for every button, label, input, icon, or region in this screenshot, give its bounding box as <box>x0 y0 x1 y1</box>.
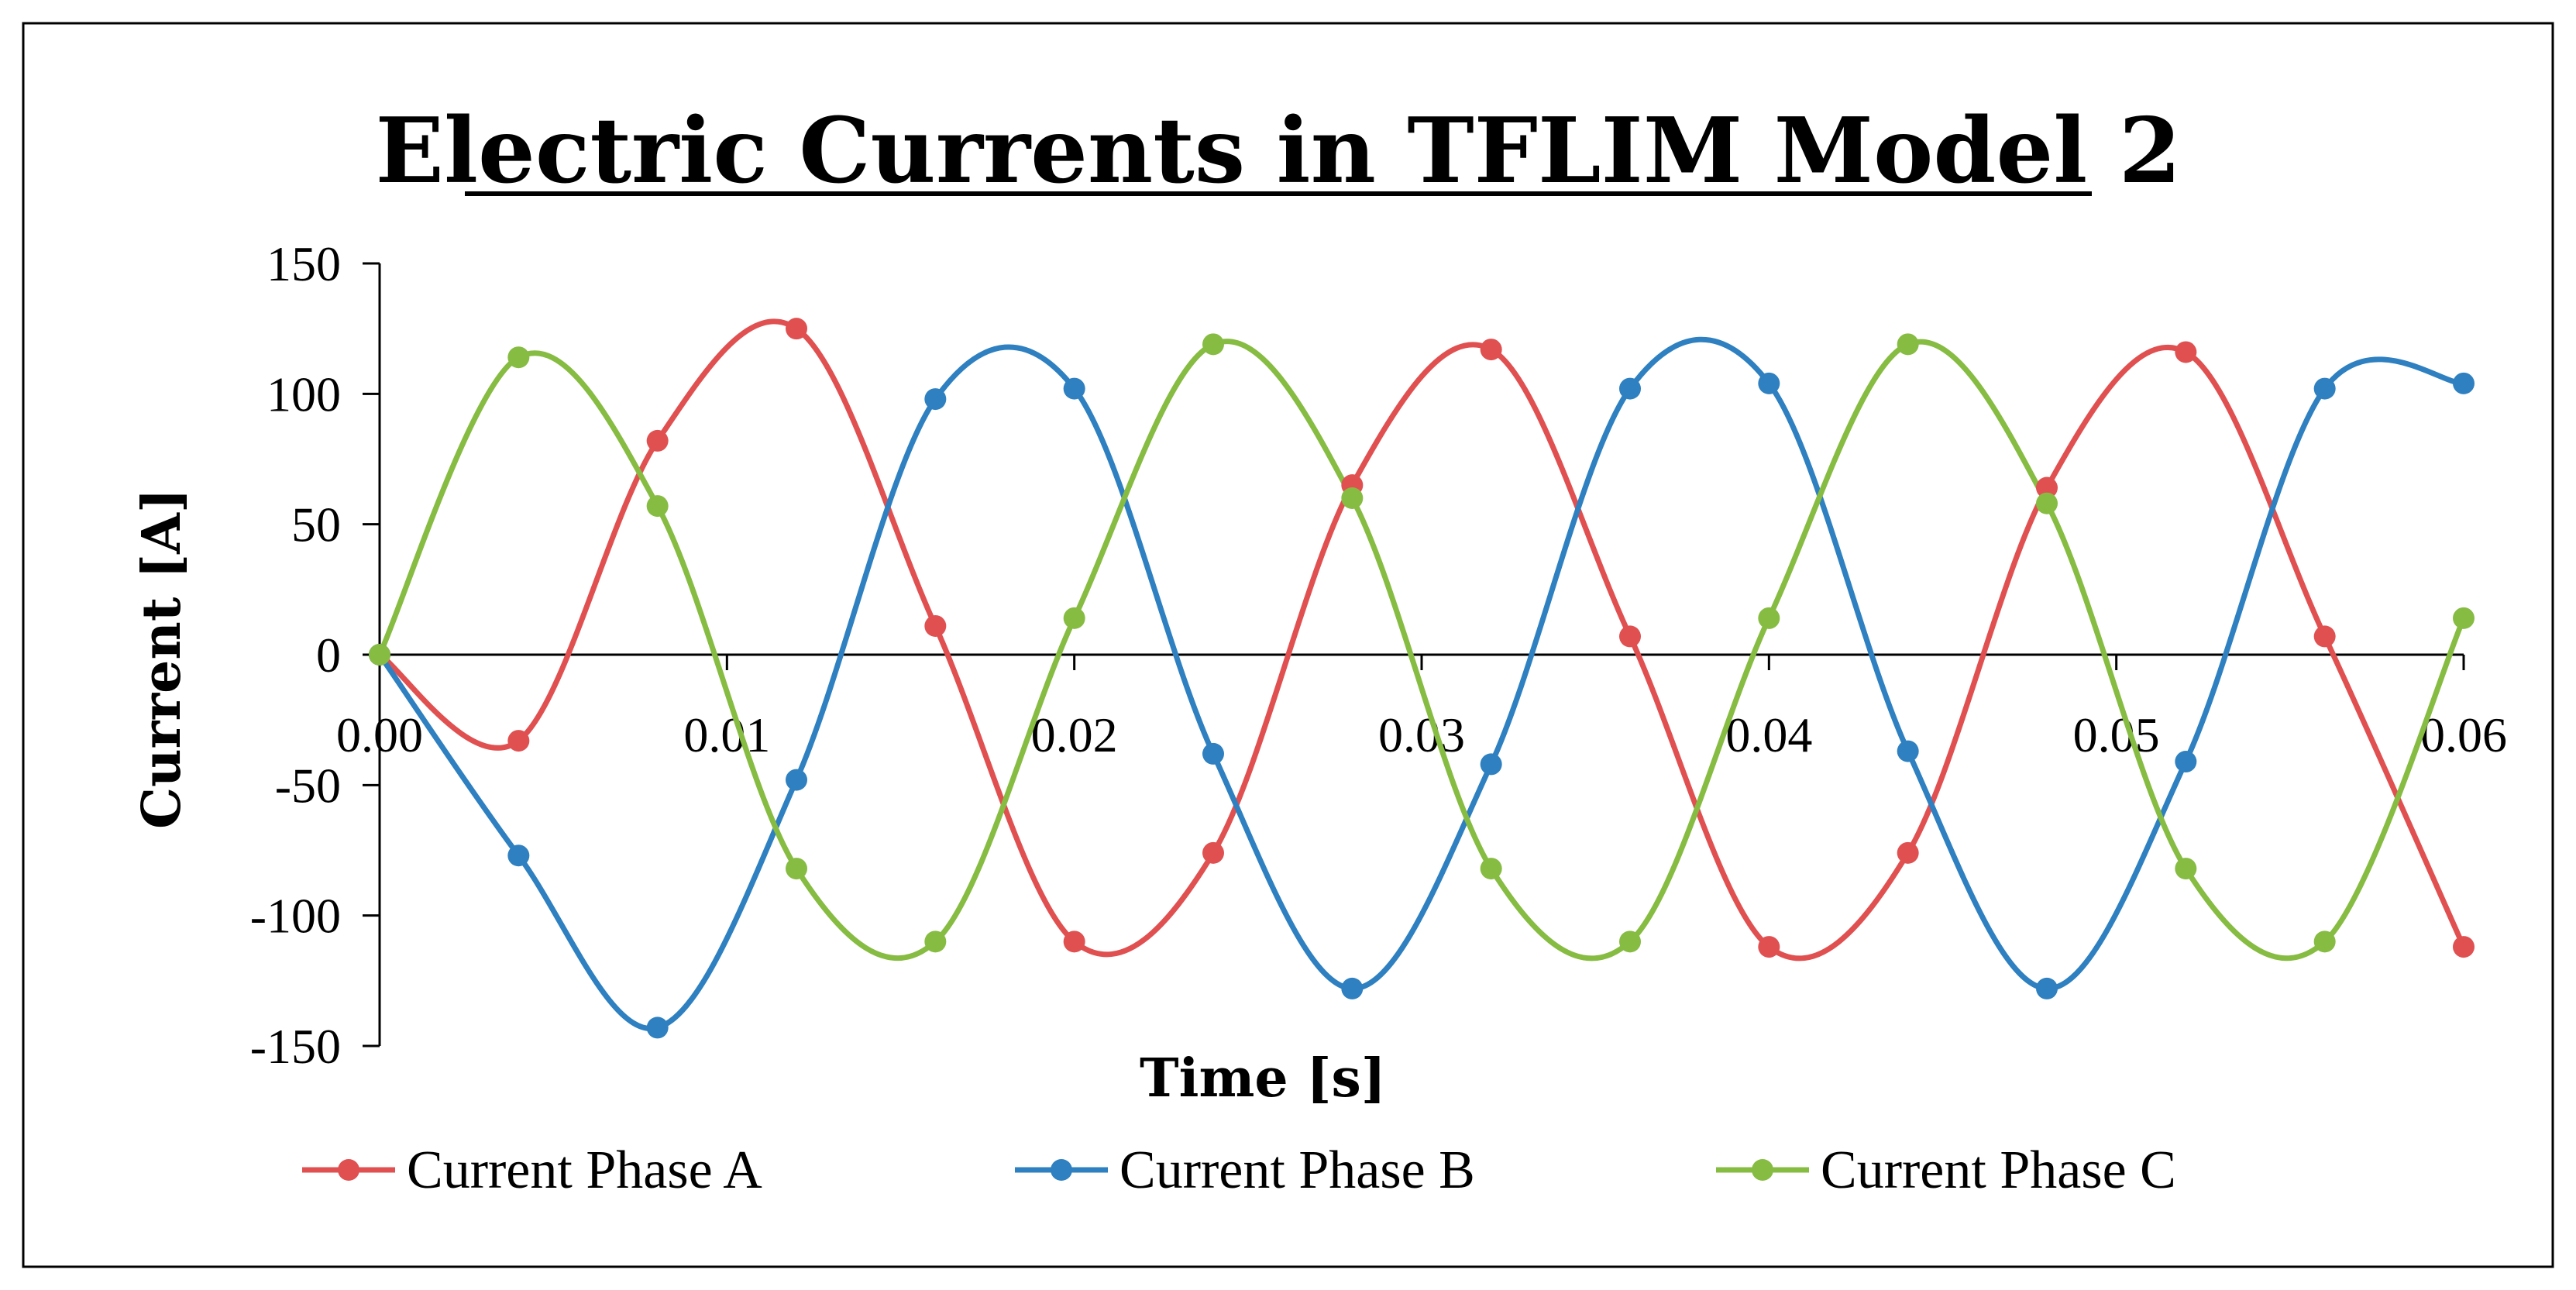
data-point-current-phase-b <box>1480 753 1502 776</box>
data-point-current-phase-a <box>646 429 669 452</box>
data-point-current-phase-a <box>1063 931 1085 953</box>
y-tick-label: 50 <box>291 497 341 552</box>
data-point-current-phase-a <box>2036 476 2058 499</box>
data-point-current-phase-b <box>1202 742 1224 765</box>
data-point-current-phase-c <box>1202 333 1224 356</box>
data-point-current-phase-b <box>1619 377 1641 400</box>
data-point-current-phase-b <box>1897 740 1919 762</box>
chart-frame <box>22 22 2554 1268</box>
series-line-current-phase-a <box>377 318 2467 961</box>
data-point-current-phase-a <box>1897 841 1919 864</box>
y-tick-label: 150 <box>267 236 341 291</box>
x-tick-label: 0.01 <box>683 707 770 762</box>
legend-swatch-marker <box>1752 1159 1773 1181</box>
data-point-current-phase-a <box>2453 936 2475 958</box>
series-lines <box>377 318 2467 1032</box>
x-axis-title: Time [s] <box>1140 1047 1386 1109</box>
y-tick-label: -150 <box>250 1019 341 1074</box>
legend-label: Current Phase B <box>1119 1140 1475 1200</box>
x-tick-label: 0.04 <box>1725 707 1812 762</box>
data-point-current-phase-a <box>1480 339 1502 361</box>
data-point-current-phase-c <box>1480 858 1502 880</box>
data-point-current-phase-c <box>924 931 947 953</box>
data-point-current-phase-a <box>2313 625 2336 648</box>
series-line-current-phase-c <box>377 339 2467 961</box>
data-point-current-phase-b <box>2175 751 2197 773</box>
data-point-current-phase-c <box>2313 931 2336 953</box>
legend-swatch-marker <box>338 1159 359 1181</box>
x-tick-labels: 0.00 0.01 0.02 0.03 0.04 0.05 0.06 <box>336 707 2507 762</box>
data-point-current-phase-c <box>2036 492 2058 514</box>
y-tick-label: -100 <box>250 889 341 944</box>
data-point-current-phase-a <box>924 614 947 637</box>
series-line-current-phase-b <box>377 336 2464 1032</box>
data-point-current-phase-c <box>507 346 530 369</box>
x-tick-label: 0.05 <box>2073 707 2160 762</box>
x-tick-label: 0.00 <box>336 707 423 762</box>
data-point-current-phase-c <box>1341 487 1364 509</box>
legend: Current Phase A Current Phase B Current Ph… <box>302 1140 2176 1200</box>
data-point-current-phase-b <box>1758 372 1780 394</box>
y-tick-label: -50 <box>275 758 341 813</box>
series-markers <box>369 318 2475 1039</box>
data-point-current-phase-a <box>786 318 807 340</box>
data-point-current-phase-c <box>1758 607 1780 629</box>
data-point-current-phase-c <box>369 644 390 666</box>
data-point-current-phase-c <box>2453 607 2475 629</box>
data-point-current-phase-b <box>924 388 947 411</box>
y-tick-labels: 150 100 50 0 -50 -100 -150 <box>250 236 341 1074</box>
chart-title: Electric Currents in TFLIM Model 2 <box>376 98 2182 204</box>
data-point-current-phase-c <box>1619 931 1641 953</box>
data-point-current-phase-b <box>1063 377 1085 400</box>
y-tick-label: 100 <box>267 366 341 421</box>
data-point-current-phase-b <box>2313 377 2336 400</box>
data-point-current-phase-c <box>646 495 669 518</box>
data-point-current-phase-c <box>786 858 807 880</box>
data-point-current-phase-c <box>1897 333 1919 356</box>
legend-label: Current Phase C <box>1821 1140 2176 1200</box>
data-point-current-phase-c <box>2175 858 2197 880</box>
data-point-current-phase-a <box>1202 841 1224 864</box>
y-tick-label: 0 <box>316 628 341 683</box>
data-point-current-phase-a <box>507 730 530 752</box>
legend-swatch-marker <box>1051 1159 1072 1181</box>
x-tick-label: 0.02 <box>1031 707 1118 762</box>
data-point-current-phase-b <box>2036 977 2058 999</box>
data-point-current-phase-b <box>646 1017 669 1039</box>
data-point-current-phase-b <box>1341 977 1364 999</box>
data-point-current-phase-a <box>1619 625 1641 648</box>
x-tick-label: 0.06 <box>2420 707 2507 762</box>
data-point-current-phase-b <box>507 845 530 867</box>
data-point-current-phase-b <box>2453 372 2475 394</box>
data-point-current-phase-a <box>2175 341 2197 363</box>
x-tick-label: 0.03 <box>1378 707 1465 762</box>
legend-label: Current Phase A <box>407 1140 762 1200</box>
y-axis-title: Current [A] <box>131 488 193 829</box>
data-point-current-phase-c <box>1063 607 1085 629</box>
data-point-current-phase-a <box>1758 936 1780 958</box>
data-point-current-phase-b <box>786 769 807 791</box>
